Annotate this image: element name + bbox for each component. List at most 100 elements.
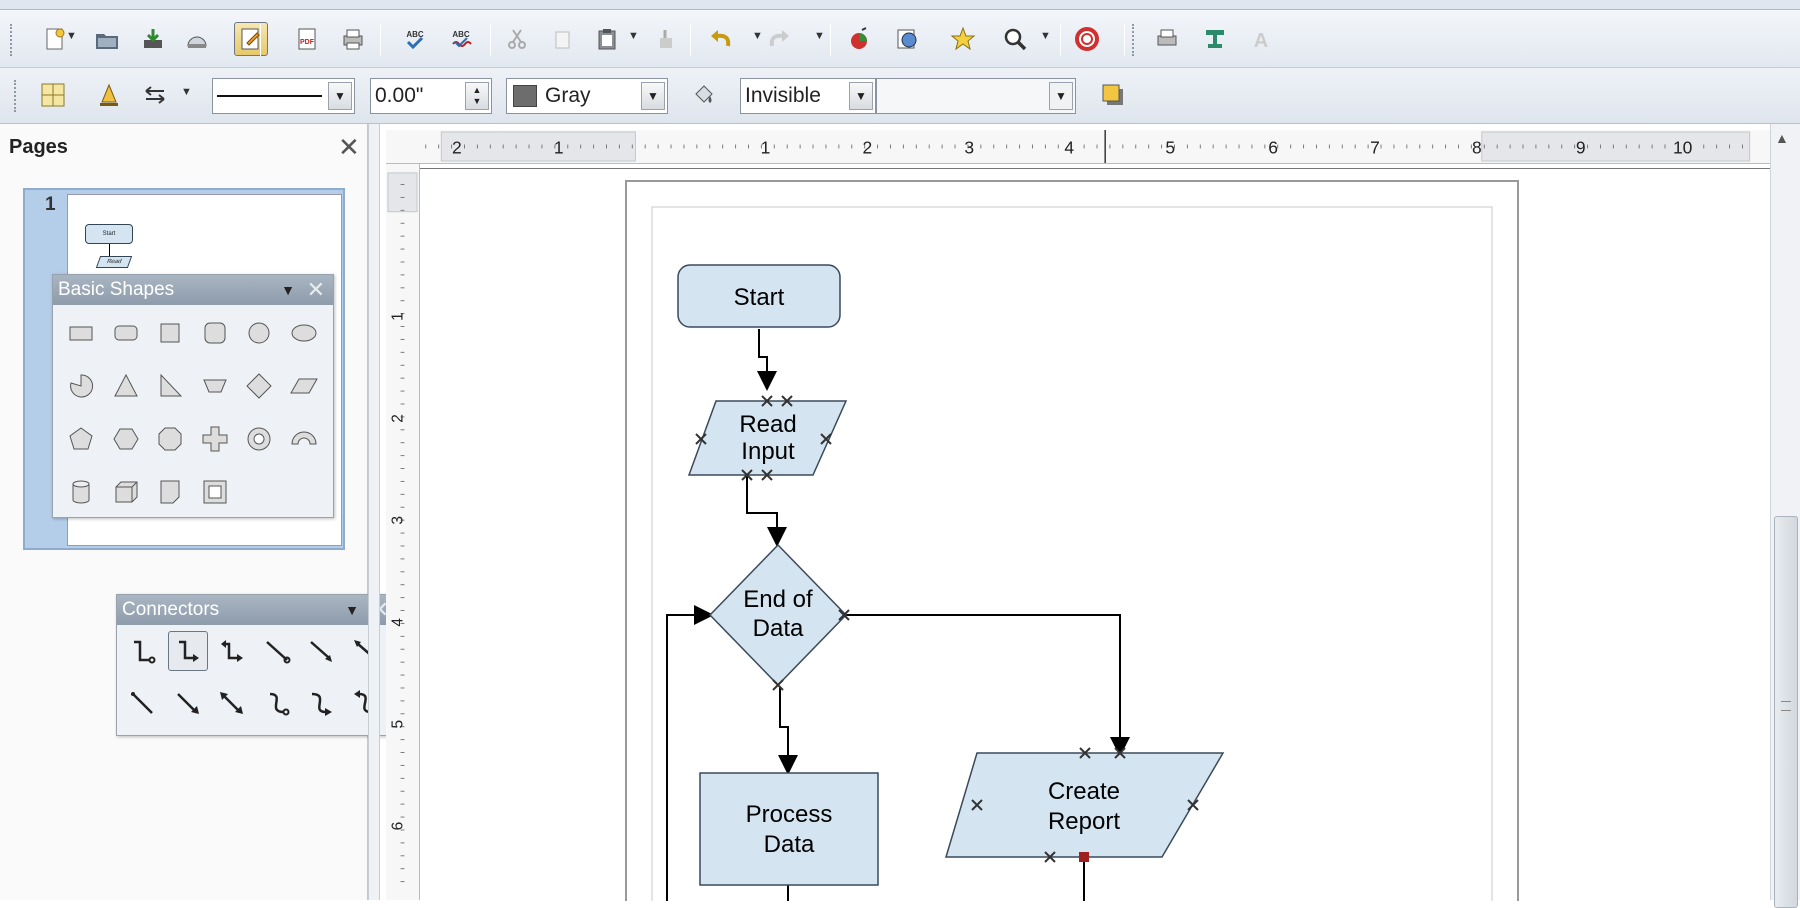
connector-start-read[interactable]: [757, 329, 777, 391]
save-icon[interactable]: [136, 22, 170, 56]
line-width-field[interactable]: 0.00" ▲▼: [370, 78, 492, 114]
line-style-select[interactable]: ▼: [212, 78, 355, 114]
chevron-down-icon[interactable]: ▼: [1049, 82, 1073, 110]
connector-decision-process[interactable]: [778, 687, 798, 775]
navigator-icon[interactable]: [890, 22, 924, 56]
drawing-canvas[interactable]: Start Read Input End of Data Process Dat…: [420, 168, 1770, 908]
start-shape[interactable]: Start: [677, 264, 841, 328]
zoom-dropdown-arrow[interactable]: ▼: [1040, 30, 1051, 42]
frame-icon[interactable]: [195, 472, 235, 512]
block-arc-icon[interactable]: [284, 419, 324, 459]
glue-point-marker[interactable]: [781, 395, 793, 407]
arrow-style-icon[interactable]: [138, 78, 172, 112]
panel-splitter[interactable]: [368, 124, 380, 900]
rounded-rectangle-icon[interactable]: [106, 313, 146, 353]
close-icon[interactable]: ✕: [306, 277, 325, 302]
glue-point-marker[interactable]: [761, 469, 773, 481]
arrow-style-dropdown[interactable]: ▼: [181, 86, 192, 98]
paste-icon[interactable]: [590, 22, 624, 56]
square-icon[interactable]: [150, 313, 190, 353]
glue-point-marker[interactable]: [1044, 851, 1056, 863]
clone-format-icon[interactable]: [648, 22, 682, 56]
line-connector-circle-icon[interactable]: [257, 631, 297, 671]
glue-point-marker[interactable]: [838, 609, 850, 621]
connector-loop-back[interactable]: [666, 605, 714, 901]
chevron-down-icon[interactable]: ▼: [328, 82, 352, 110]
curved-connector-arrow-icon[interactable]: [301, 683, 341, 723]
toolbar-grip[interactable]: [10, 24, 14, 56]
glue-point-marker[interactable]: [772, 679, 784, 691]
undo-dropdown-arrow[interactable]: ▼: [752, 30, 763, 42]
glue-point-marker[interactable]: [761, 395, 773, 407]
diamond-icon[interactable]: [239, 366, 279, 406]
process-data-shape[interactable]: Process Data: [699, 772, 879, 886]
circle-icon[interactable]: [239, 313, 279, 353]
printer-icon[interactable]: [1150, 22, 1184, 56]
chart-icon[interactable]: [842, 22, 876, 56]
area-fill-icon[interactable]: [686, 78, 720, 112]
area-fill-select[interactable]: ▼: [876, 78, 1076, 114]
copy-icon[interactable]: [546, 22, 580, 56]
area-style-select[interactable]: Invisible ▼: [740, 78, 876, 114]
triangle-icon[interactable]: [106, 366, 146, 406]
connector-decision-report[interactable]: [844, 614, 1130, 757]
pentagon-icon[interactable]: [61, 419, 101, 459]
hexagon-icon[interactable]: [106, 419, 146, 459]
standard-connector-arrows-icon[interactable]: [212, 631, 252, 671]
print-icon[interactable]: [336, 22, 370, 56]
paste-dropdown-arrow[interactable]: ▼: [628, 30, 639, 42]
right-triangle-icon[interactable]: [150, 366, 190, 406]
create-report-shape[interactable]: Create Report: [944, 752, 1225, 858]
connector-read-decision[interactable]: [746, 476, 787, 547]
toolbar-grip[interactable]: [1132, 24, 1136, 56]
fontwork-icon[interactable]: A: [1244, 22, 1278, 56]
chevron-down-icon[interactable]: ▼: [641, 82, 665, 110]
ellipse-icon[interactable]: [284, 313, 324, 353]
circle-pie-icon[interactable]: [61, 366, 101, 406]
curved-connector-circle-icon[interactable]: [257, 683, 297, 723]
chevron-down-icon[interactable]: ▼: [849, 82, 873, 110]
ring-icon[interactable]: [239, 419, 279, 459]
glue-point-marker[interactable]: [1114, 747, 1126, 759]
line-connector-arrow-icon[interactable]: [301, 631, 341, 671]
cut-icon[interactable]: [500, 22, 534, 56]
decision-shape[interactable]: End of Data: [708, 543, 848, 687]
straight-connector-arrow-icon[interactable]: [168, 683, 208, 723]
rounded-square-icon[interactable]: [195, 313, 235, 353]
glue-point-marker[interactable]: [741, 469, 753, 481]
straight-connector-arrows-icon[interactable]: [212, 683, 252, 723]
standard-connector-circle-icon[interactable]: [123, 631, 163, 671]
glue-point-marker[interactable]: [1187, 799, 1199, 811]
parallelogram-icon[interactable]: [284, 366, 324, 406]
menu-arrow-icon[interactable]: ▼: [345, 602, 359, 618]
shadow-icon[interactable]: [1096, 78, 1130, 112]
rectangle-icon[interactable]: [61, 313, 101, 353]
line-style-icon[interactable]: [92, 78, 126, 112]
text-effect-icon[interactable]: [1198, 22, 1232, 56]
help-icon[interactable]: [1070, 22, 1104, 56]
folded-corner-icon[interactable]: [150, 472, 190, 512]
redo-icon[interactable]: [762, 22, 796, 56]
standard-connector-arrow-icon[interactable]: [167, 631, 208, 671]
glue-point-marker[interactable]: [971, 799, 983, 811]
edit-file-icon[interactable]: [234, 22, 268, 56]
new-icon[interactable]: [38, 22, 72, 56]
new-dropdown-arrow[interactable]: ▼: [66, 30, 77, 42]
redo-dropdown-arrow[interactable]: ▼: [814, 30, 825, 42]
zoom-icon[interactable]: [998, 22, 1032, 56]
undo-icon[interactable]: [704, 22, 738, 56]
spellcheck-icon[interactable]: ABC: [398, 22, 432, 56]
scrollbar-thumb[interactable]: [1774, 516, 1798, 908]
open-icon[interactable]: [90, 22, 124, 56]
glue-point-marker[interactable]: [695, 433, 707, 445]
glue-point-marker[interactable]: [1079, 747, 1091, 759]
straight-connector-circle-icon[interactable]: [123, 683, 163, 723]
export-pdf-icon[interactable]: PDF: [290, 22, 324, 56]
line-color-select[interactable]: Gray ▼: [506, 78, 668, 114]
selected-glue-point[interactable]: [1079, 852, 1089, 862]
toolbar-grip[interactable]: [14, 80, 18, 112]
line-width-spinner[interactable]: ▲▼: [465, 82, 489, 110]
arrange-icon[interactable]: [36, 78, 70, 112]
